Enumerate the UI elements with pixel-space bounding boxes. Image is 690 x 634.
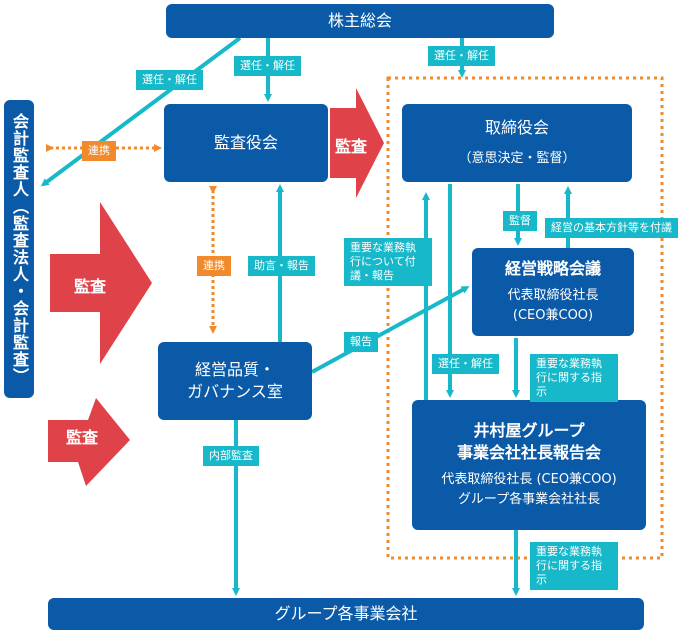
important-business-instruction-label-2: 重要な業務執行に関する指示 bbox=[530, 542, 618, 590]
shareholders-meeting-box: 株主総会 bbox=[166, 4, 554, 38]
strategy-sub-1: 代表取締役社長 bbox=[507, 288, 599, 303]
audit-arrow-bottom bbox=[48, 398, 130, 486]
important-business-report-label: 重要な業務執行について付議・報告 bbox=[344, 238, 432, 286]
group-report-title-1: 井村屋グループ bbox=[473, 421, 585, 440]
strategy-title: 経営戦略会議 bbox=[504, 259, 601, 278]
audit-label-top: 監査 bbox=[335, 137, 368, 156]
supervision-label: 監督 bbox=[503, 211, 537, 231]
advice-report-label: 助言・報告 bbox=[248, 256, 315, 276]
cooperation-label-quality: 連携 bbox=[197, 256, 231, 276]
board-subtitle: （意思決定・監督） bbox=[458, 151, 576, 166]
strategy-sub-2: (CEO兼COO) bbox=[512, 308, 594, 323]
group-companies-label: グループ各事業会社 bbox=[274, 604, 418, 623]
audit-label-middle: 監査 bbox=[74, 277, 107, 296]
group-report-title-2: 事業会社社長報告会 bbox=[456, 443, 601, 462]
audit-board-box: 監査役会 bbox=[164, 104, 328, 182]
strategy-meeting-box: 経営戦略会議 代表取締役社長 (CEO兼COO) bbox=[472, 248, 634, 336]
shareholders-meeting-label: 株主総会 bbox=[327, 11, 392, 30]
elect-dismiss-label-auditor: 選任・解任 bbox=[136, 70, 203, 90]
quality-governance-box: 経営品質・ ガバナンス室 bbox=[158, 342, 312, 420]
quality-title-2: ガバナンス室 bbox=[187, 382, 283, 401]
internal-audit-label: 内部監査 bbox=[203, 446, 259, 466]
board-group-frame bbox=[386, 76, 664, 560]
accounting-auditor-box: 会計監査人（監査法人・会計監査） bbox=[4, 100, 34, 398]
group-report-meeting-box: 井村屋グループ 事業会社社長報告会 代表取締役社長 (CEO兼COO) グループ… bbox=[412, 400, 646, 530]
audit-arrow-top bbox=[330, 88, 384, 198]
board-of-directors-box: 取締役会 （意思決定・監督） bbox=[402, 104, 632, 182]
group-companies-box: グループ各事業会社 bbox=[48, 598, 644, 630]
important-business-instruction-label-1: 重要な業務執行に関する指示 bbox=[530, 354, 618, 402]
policy-label: 経営の基本方針等を付議 bbox=[545, 218, 678, 238]
elect-dismiss-label-group: 選任・解任 bbox=[432, 354, 499, 374]
group-report-sub-1: 代表取締役社長 (CEO兼COO) bbox=[441, 472, 617, 487]
group-report-sub-2: グループ各事業会社社長 bbox=[457, 492, 601, 507]
audit-arrow-middle bbox=[50, 202, 152, 364]
audit-board-label: 監査役会 bbox=[213, 133, 278, 152]
report-label: 報告 bbox=[344, 332, 378, 352]
board-title: 取締役会 bbox=[484, 118, 549, 137]
audit-label-bottom: 監査 bbox=[66, 428, 99, 447]
quality-title-1: 経営品質・ bbox=[194, 360, 275, 379]
elect-dismiss-label-board: 選任・解任 bbox=[428, 46, 495, 66]
elect-dismiss-label-audit-board: 選任・解任 bbox=[234, 56, 301, 76]
cooperation-label-auditor: 連携 bbox=[82, 141, 116, 161]
